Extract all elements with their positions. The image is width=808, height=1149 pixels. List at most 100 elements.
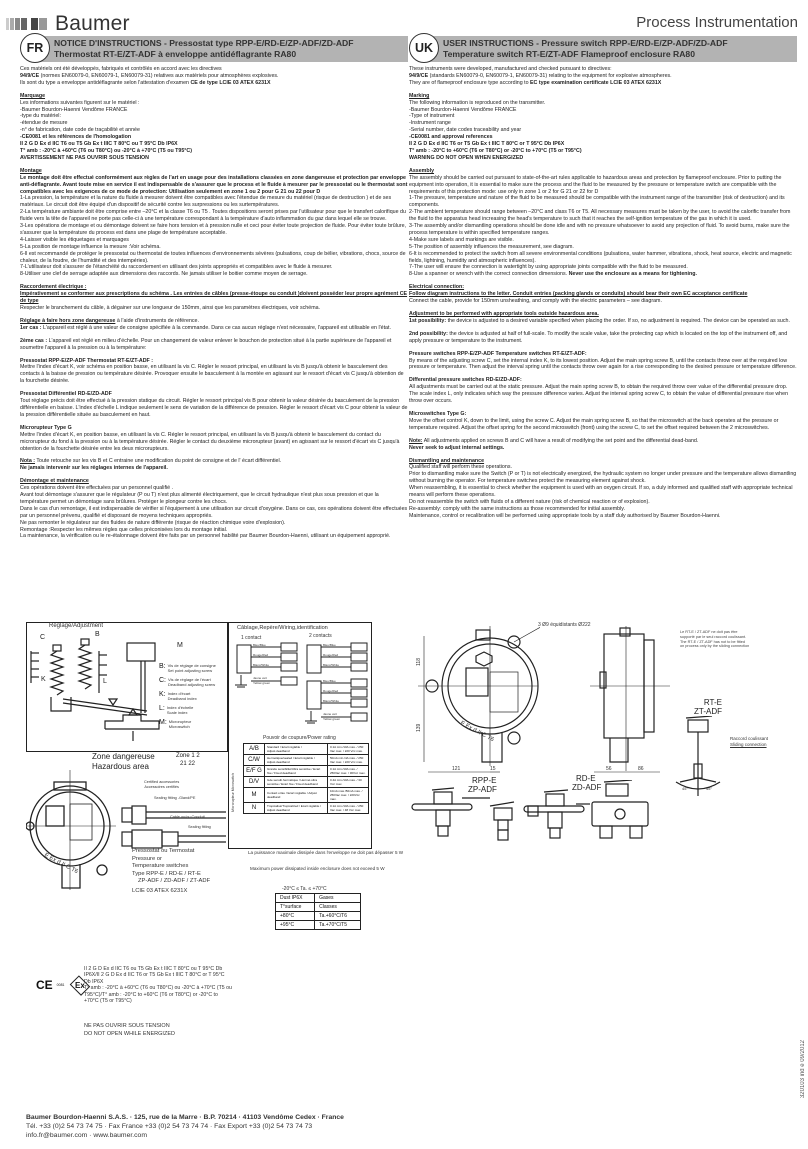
legend-fr: Microrupteur [168, 719, 192, 724]
accessories-en: Certified accessories [144, 780, 180, 784]
wire-ground: Jaune vert [253, 676, 267, 680]
enclosure-marking: E Ex d II C T6 [43, 852, 79, 875]
fr-nota-bold: Ne jamais intervenir sur les réglages in… [20, 465, 168, 472]
uk-elec-bold: Follow diagram instructions to the lette… [409, 291, 748, 298]
legend-fr: Vis de réglage de l'écart [168, 677, 211, 682]
fr-montage-item: 1-La pression, la température et la natu… [20, 195, 392, 209]
cable-label: Cable ou/ou Conduit [170, 815, 205, 819]
row-code: M [243, 787, 265, 803]
uk-assembly-heading: Assembly [409, 167, 435, 174]
dim-56: 56 [606, 766, 612, 772]
legend-en: Microswitch [168, 724, 190, 729]
ce-marking: CE 0081 Ex [36, 974, 91, 996]
ztadf-label: ZT-ADF [694, 707, 722, 716]
uk-assembly-item: 3-The assembly and/or dismantling operat… [409, 223, 790, 236]
adjustment-title: Réglage/Adjustment [49, 623, 104, 629]
warning-fr: NE PAS OUVRIR SOUS TENSION [84, 1023, 170, 1029]
uk-dismantling-heading: Dismantling and maintenance [409, 457, 485, 464]
fr-marquage-bold: T° amb : -20°C à +60°C (T6 ou T80°C) ou … [20, 147, 193, 154]
legend-fr: Vis de réglage de consigne [167, 663, 216, 668]
sealing-label: Sealing fitting [188, 825, 211, 829]
product-cert: LCIE 03 ATEX 6231X [132, 887, 188, 894]
label-c: C [40, 634, 45, 641]
uk-marking-line: The following information is reproduced … [409, 99, 546, 106]
uk-marking-bold: II 2 G D Ex d IIC T6 or T5 Gb Ex t IIIC … [409, 141, 565, 148]
fr-montage-item: 7-L'utilisateur doit s'assurer de l'étan… [20, 264, 333, 271]
hazard-area: Zone dangereuse Hazardous area Zone 1 2 … [26, 752, 226, 952]
hazard-title-fr: Zone dangereuse [92, 752, 155, 761]
rte-label: RT-E [703, 698, 722, 707]
document-reference: 320103 ind e 09/2012 [800, 1040, 806, 1099]
cell: Gases [314, 893, 361, 903]
uk-body: These instruments were developed, manufa… [409, 66, 797, 520]
dim-118: 118 [416, 658, 422, 666]
row-desc: Standard / Ecart réglable / Adjust.deadb… [264, 743, 328, 755]
dim-15: 15 [490, 766, 496, 772]
uk-intro: These instruments were developed, manufa… [409, 66, 612, 72]
row-desc: Gde sensib.hermétique / Hermet.ultra sen… [264, 776, 328, 788]
sliding-connection-en: Sliding connection [730, 742, 767, 747]
footer-address: Baumer Bourdon-Haenni S.A.S. · 125, rue … [26, 1114, 344, 1121]
uk-dismantling-line: Maintenance, control or recalibration wi… [409, 512, 721, 519]
row-code: C/W [243, 754, 265, 766]
wire-red: Rouge/Red [253, 653, 269, 657]
uk-diff-heading: Differential pressure switches RD-E/ZD-A… [409, 377, 522, 384]
fr-intro2: (normes EN60079-0, EN60079-1, EN60079-31… [39, 72, 279, 79]
fr-marquage-line: -type du matériel: [20, 113, 61, 120]
atex-ambient: T° amb : -20°C à +60°C (T6 ou T80°C) ou … [84, 985, 232, 1005]
two-contacts-label: 2 contacts [309, 633, 332, 639]
fr-montage-item: 6-Il est recommandé de protéger le press… [20, 250, 406, 264]
zone-gas: Zone 1 2 [176, 753, 200, 759]
fr-nota-label: Nota : [20, 458, 36, 465]
zpadf-label: ZP-ADF [468, 785, 497, 794]
angle-right: 45° [706, 786, 712, 791]
row-code: N [243, 802, 265, 814]
fr-elec-text: Respecter le branchement du câble, à dég… [20, 305, 321, 311]
dim-86: 86 [638, 766, 644, 772]
hazard-title-en: Hazardous area [92, 762, 149, 771]
cell: Ta.+60°C/T6 [314, 911, 361, 921]
legend-en: Set point adjusting screw [167, 668, 213, 673]
fr-column: FR NOTICE D'INSTRUCTIONS - Pressostat ty… [20, 33, 408, 540]
fr-press-text: Mettre l'index d'écart K, voir schéma en… [20, 364, 404, 385]
uk-dismantling-line: When reassembling, it is essential to ch… [409, 485, 793, 499]
fr-micro-text: Mettre l'index d'écart K, en position ba… [20, 431, 400, 452]
atex-marking-text: II 2 G D Ex d IIC T6 ou T5 Gb Ex t IIIC … [84, 966, 232, 1004]
fr-intro: Ces matériels ont été développés, fabriq… [20, 66, 222, 72]
row-desc: Grande sensibilité/Ultra sensitive / Eca… [264, 765, 328, 777]
fr-montage-item: 2-La température ambiante doit être comp… [20, 209, 406, 223]
footer-contact[interactable]: info.fr@baumer.com · www.baumer.com [26, 1132, 147, 1139]
uk-assembly-item: 6-It is recommended to protect the switc… [409, 250, 792, 264]
legend-key: C: [159, 677, 166, 684]
uk-press-text: By means of the adjusting screw C, set t… [409, 357, 797, 371]
fr-marquage-line: Les informations suivantes figurent sur … [20, 99, 140, 106]
svg-text:Blanc/White: Blanc/White [323, 663, 339, 667]
uk-assembly-item: 4-Make sure labels and markings are visi… [409, 236, 514, 243]
rppe-label: RPP-E [472, 776, 497, 785]
uk-note-label: Note: [409, 437, 423, 444]
company-footer: Baumer Bourdon-Haenni S.A.S. · 125, rue … [26, 1113, 344, 1140]
uk-marking-line: -Instrument range [409, 120, 451, 127]
dim-139: 139 [416, 723, 422, 732]
footer-company: Baumer Bourdon-Haenni S.A.S. · 125, rue … [26, 1114, 344, 1121]
temp-table-caption: -20°C ≤ Ta. ≤ +70°C [282, 886, 327, 892]
uk-poss1-text: the device is adjusted to a desired vari… [446, 317, 790, 324]
uk-column: UK USER INSTRUCTIONS - Pressure switch R… [409, 33, 797, 520]
uk-cert: EC type examination certificate LCIE 03 … [530, 79, 662, 86]
uk-elec-text: Connect the cable, provide for 150mm uns… [409, 298, 662, 305]
fr-elec-heading: Raccordement électrique : [20, 284, 87, 291]
row-rating: 0.4A min./10A max. / 30 Vcc max. [326, 776, 370, 788]
footer-phone: Tél. +33 (0)2 54 73 74 75 · Fax France +… [26, 1123, 313, 1130]
enclosure-front-view-icon: 118 139 121 15 E Ex d II C T6 [416, 626, 540, 773]
warning-text: NE PAS OUVRIR SOUS TENSION DO NOT OPEN W… [84, 1022, 175, 1038]
uk-assembly-item: 2-The ambient temperature should range b… [409, 209, 791, 223]
row-code: A/B [243, 743, 265, 755]
ce-mark-icon: CE [36, 978, 53, 992]
power-note-fr: La puissance maximale dissipée dans l'en… [248, 850, 404, 855]
uk-poss2-text: the device is adjusted at half of full-s… [409, 330, 788, 344]
ce-number: 0081 [56, 983, 65, 987]
fr-marquage-heading: Marquage [20, 92, 46, 99]
fr-diff-heading: Pressostat Différentiel RD-E/ZD-ADF [20, 391, 112, 398]
